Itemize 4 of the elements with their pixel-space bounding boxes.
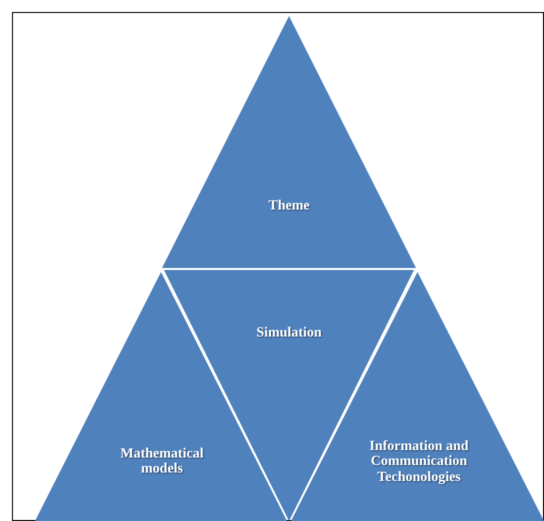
triangle-label: Simulation: [255, 325, 323, 341]
triangle-label: Theme: [267, 198, 311, 214]
triangle-label: Information and Communication Techonologies: [368, 438, 470, 486]
triangle-label: Mathematical models: [119, 446, 205, 478]
